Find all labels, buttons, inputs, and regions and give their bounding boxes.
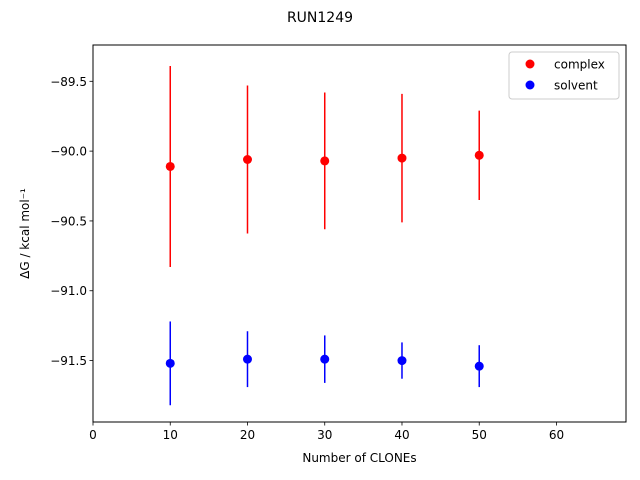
legend: complex solvent [508,51,620,100]
chart-title: RUN1249 [287,10,353,26]
solvent-point [474,361,484,371]
solvent-point [397,356,407,366]
complex-point [165,161,175,171]
x-axis: 0 10 20 30 40 50 60 [89,422,564,442]
solvent-point [242,354,252,364]
y-tick-label: −90.5 [50,214,87,228]
x-tick-label: 30 [317,428,332,442]
axes-frame [92,44,627,423]
x-tick-label: 50 [472,428,487,442]
complex-point [320,156,330,166]
series-complex [165,65,484,268]
complex-point [242,154,252,164]
complex-point [474,150,484,160]
x-tick-label: 40 [394,428,409,442]
solvent-point [165,358,175,368]
y-tick-label: −89.5 [50,75,87,89]
y-tick-label: −91.5 [50,354,87,368]
y-axis-label: ΔG / kcal mol⁻¹ [18,188,32,279]
legend-box [508,51,620,100]
legend-marker-solvent [525,80,535,90]
x-tick-label: 10 [163,428,178,442]
solvent-point [320,354,330,364]
x-tick-label: 0 [89,428,97,442]
legend-label-complex: complex [554,58,605,72]
legend-label-solvent: solvent [554,79,598,93]
x-tick-label: 20 [240,428,255,442]
y-tick-label: −91.0 [50,284,87,298]
y-tick-label: −90.0 [50,145,87,159]
y-axis: −91.5 −91.0 −90.5 −90.0 −89.5 [50,75,93,368]
complex-point [397,153,407,163]
x-axis-label: Number of CLONEs [302,451,416,465]
legend-marker-complex [525,59,535,69]
x-tick-label: 60 [549,428,564,442]
series-solvent [165,321,484,406]
